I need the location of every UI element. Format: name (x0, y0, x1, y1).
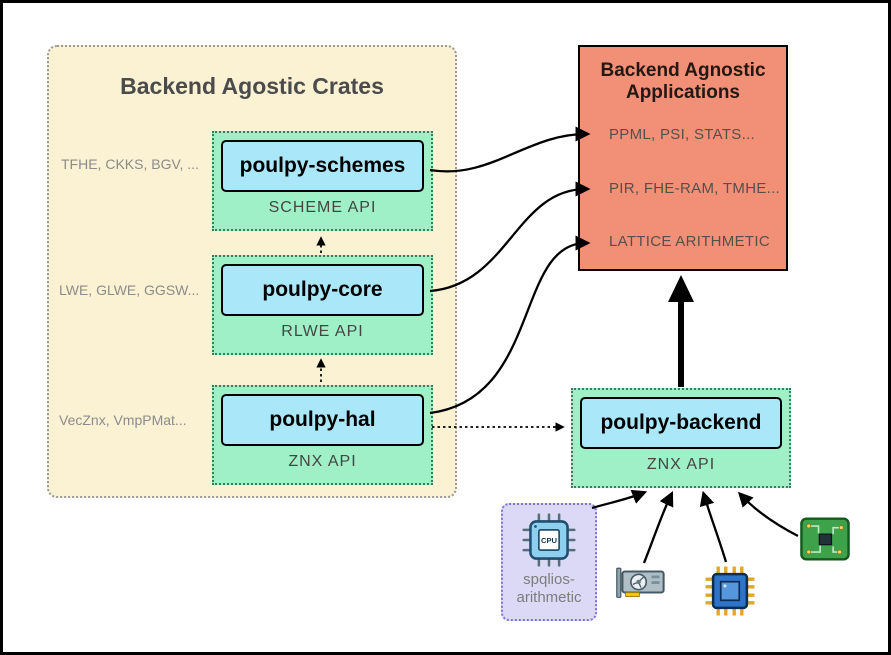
applications-title-line2: Applications (625, 82, 740, 104)
app-item-pir: PIR, FHE-RAM, TMHE... (609, 180, 781, 197)
znx-api-label: ZNX API (288, 453, 357, 470)
module-poulpy-hal: poulpy-hal ZNX API (212, 385, 433, 485)
arrow-backend-to-apps-head (668, 275, 694, 302)
poulpy-hal-box: poulpy-hal (221, 394, 424, 446)
cpu-chip-text: CPU (541, 536, 558, 545)
poulpy-hal-label: poulpy-hal (269, 408, 376, 431)
app-item-ppml: PPML, PSI, STATS... (609, 126, 756, 143)
cpu-icon: CPU (522, 513, 576, 567)
spqlios-label-line2: arithmetic (516, 589, 582, 606)
microchip-icon (705, 566, 755, 616)
app-item-lattice: LATTICE ARITHMETIC (609, 233, 770, 250)
annotation-core: LWE, GLWE, GGSW... (59, 282, 200, 298)
arrow-circuit-board-to-backend (737, 491, 799, 538)
spqlios-arithmetic-box: CPU spqlios- arithmetic (501, 503, 597, 621)
module-poulpy-schemes: poulpy-schemes SCHEME API (212, 131, 433, 231)
spqlios-label-line1: spqlios- (523, 571, 575, 588)
arrow-spqlios-to-backend (591, 489, 648, 510)
gpu-icon (616, 567, 665, 598)
spqlios-label: spqlios- arithmetic (516, 571, 581, 607)
poulpy-schemes-box: poulpy-schemes (221, 140, 424, 192)
poulpy-backend-box: poulpy-backend (580, 397, 782, 449)
circuit-board-icon (800, 517, 850, 561)
applications-title: Backend Agnostic Applications (580, 47, 786, 105)
arrow-gpu-to-backend (642, 490, 674, 564)
annotation-hal: VecZnx, VmpPMat... (59, 412, 187, 428)
module-poulpy-core: poulpy-core RLWE API (212, 255, 433, 355)
backend-znx-api-label: ZNX API (646, 456, 716, 473)
applications-panel: Backend Agnostic Applications PPML, PSI,… (578, 45, 788, 271)
arrow-microchip-to-backend (699, 490, 728, 563)
poulpy-backend-label: poulpy-backend (600, 411, 762, 434)
poulpy-core-label: poulpy-core (262, 278, 383, 301)
scheme-api-label: SCHEME API (268, 199, 377, 216)
module-poulpy-backend: poulpy-backend ZNX API (571, 388, 791, 488)
rlwe-api-label: RLWE API (281, 323, 364, 340)
crates-panel-title: Backend Agostic Crates (120, 73, 384, 99)
poulpy-schemes-label: poulpy-schemes (239, 154, 406, 177)
applications-title-line1: Backend Agnostic (600, 60, 766, 81)
annotation-schemes: TFHE, CKKS, BGV, ... (61, 156, 199, 172)
poulpy-core-box: poulpy-core (221, 264, 424, 316)
